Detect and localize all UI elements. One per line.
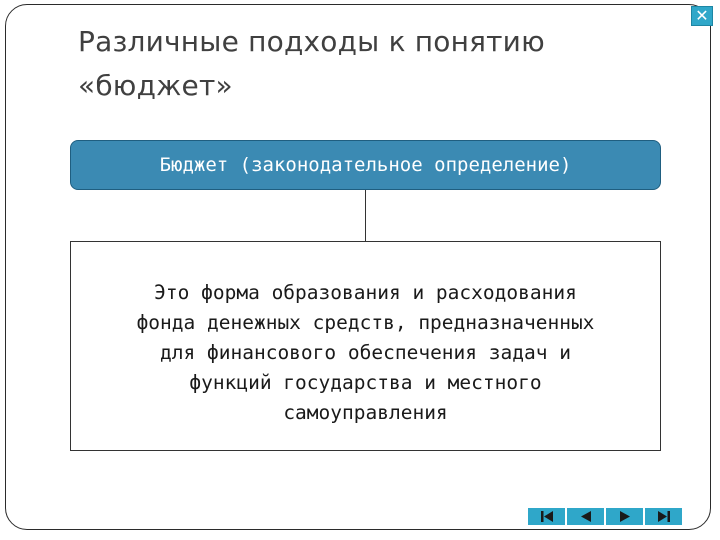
slide-title-line-2: «бюджет» xyxy=(78,69,233,102)
first-slide-button[interactable] xyxy=(528,508,565,525)
first-slide-icon xyxy=(540,511,553,522)
next-slide-icon xyxy=(619,511,630,522)
definition-box: Это форма образования и расходования фон… xyxy=(70,241,661,451)
close-icon: ✕ xyxy=(695,6,709,25)
last-slide-icon xyxy=(657,511,670,522)
connector-line xyxy=(365,190,366,242)
previous-slide-button[interactable] xyxy=(567,508,604,525)
definition-line-2: фонда денежных средств, предназначенных xyxy=(136,311,595,334)
heading-box-label: Бюджет (законодательное определение) xyxy=(159,154,572,176)
heading-box: Бюджет (законодательное определение) xyxy=(70,140,661,190)
definition-line-4: функций государства и местного xyxy=(189,371,542,394)
slide-navigation xyxy=(528,508,682,525)
definition-line-3: для финансового обеспечения задач и xyxy=(160,341,571,364)
next-slide-button[interactable] xyxy=(606,508,643,525)
definition-line-1: Это форма образования и расходования xyxy=(154,281,577,304)
close-button[interactable]: ✕ xyxy=(691,6,713,26)
definition-line-5: самоуправления xyxy=(283,401,448,424)
last-slide-button[interactable] xyxy=(645,508,682,525)
definition-text: Это форма образования и расходования фон… xyxy=(76,278,656,428)
slide-title-line-1: Различные подходы к понятию xyxy=(78,25,545,58)
slide-title: Различные подходы к понятию «бюджет» xyxy=(78,20,638,108)
previous-slide-icon xyxy=(580,511,591,522)
